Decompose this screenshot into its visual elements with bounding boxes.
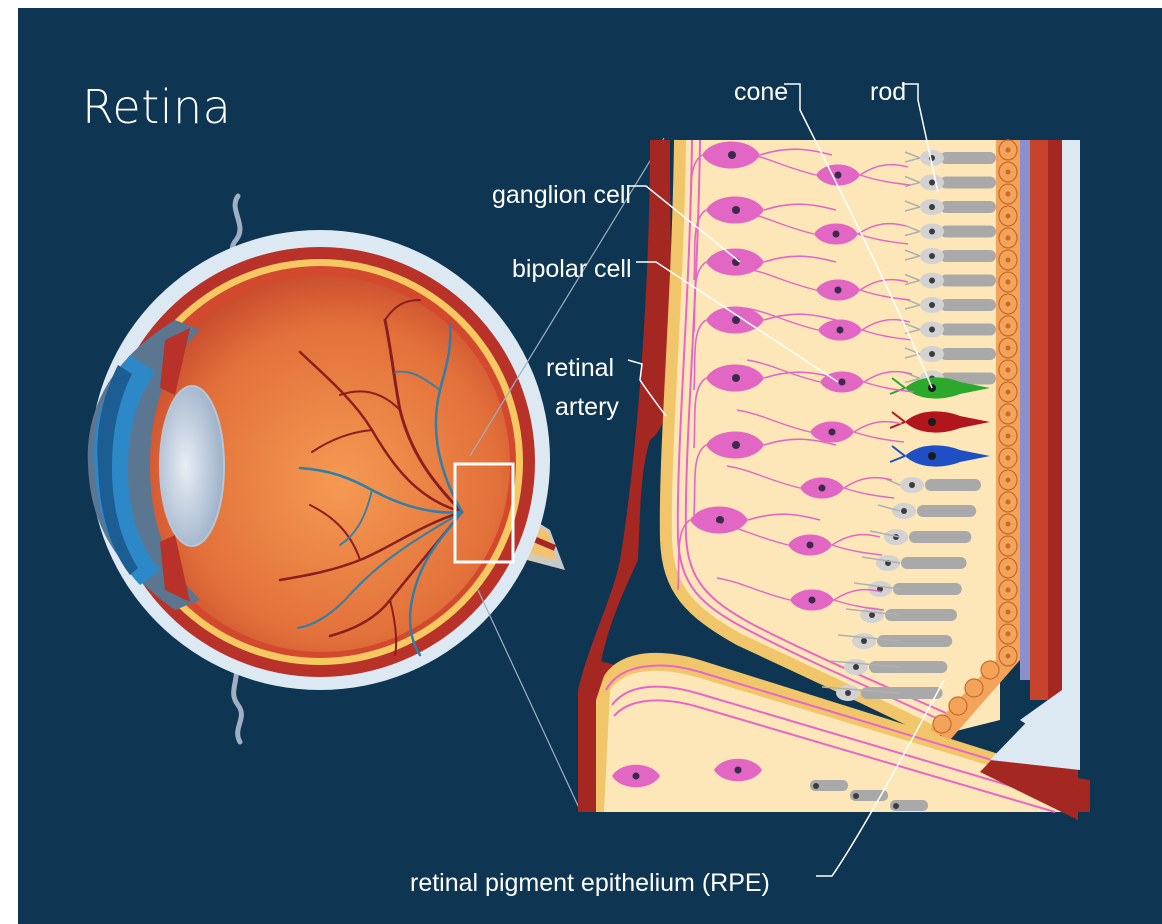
rod-cell (901, 557, 967, 569)
retina-cross-section (578, 140, 1090, 820)
label-rpe: retinal pigment epithelium (RPE) (410, 868, 770, 898)
rod-cell (940, 324, 996, 336)
rod-cell (893, 583, 962, 595)
rod-cell (940, 226, 996, 238)
rod-cell (940, 275, 996, 287)
rpe-cell (981, 661, 999, 679)
rod-cell (917, 505, 976, 517)
label-bipolar-cell: bipolar cell (512, 254, 632, 284)
label-retinal-artery-line1: retinal (546, 353, 614, 383)
diagram-background: Retina cone rod ganglion cell bipolar ce… (18, 8, 1162, 924)
zoom-connector-bottom (478, 590, 580, 810)
label-cone: cone (734, 77, 788, 107)
rod-cell (940, 250, 996, 262)
eyeball (88, 196, 565, 742)
label-ganglion-cell: ganglion cell (492, 180, 631, 210)
label-rod: rod (870, 77, 906, 107)
rod-cell (940, 299, 996, 311)
rod-cell (940, 201, 996, 213)
rod-cell (940, 152, 996, 164)
rod-cell (877, 635, 952, 647)
rod-cell (909, 531, 971, 543)
rod-cell (925, 479, 981, 491)
rod-cell (869, 661, 947, 673)
rpe-cell (933, 715, 951, 733)
lens (160, 386, 224, 546)
label-retinal-artery-line2: artery (555, 392, 619, 422)
rod-cell (861, 687, 943, 699)
retina-illustration (18, 8, 1162, 924)
diagram-title: Retina (82, 80, 231, 134)
rpe-cell (965, 679, 983, 697)
rod-cell (940, 177, 996, 189)
rod-cell (940, 348, 996, 360)
rpe-cell (949, 697, 967, 715)
